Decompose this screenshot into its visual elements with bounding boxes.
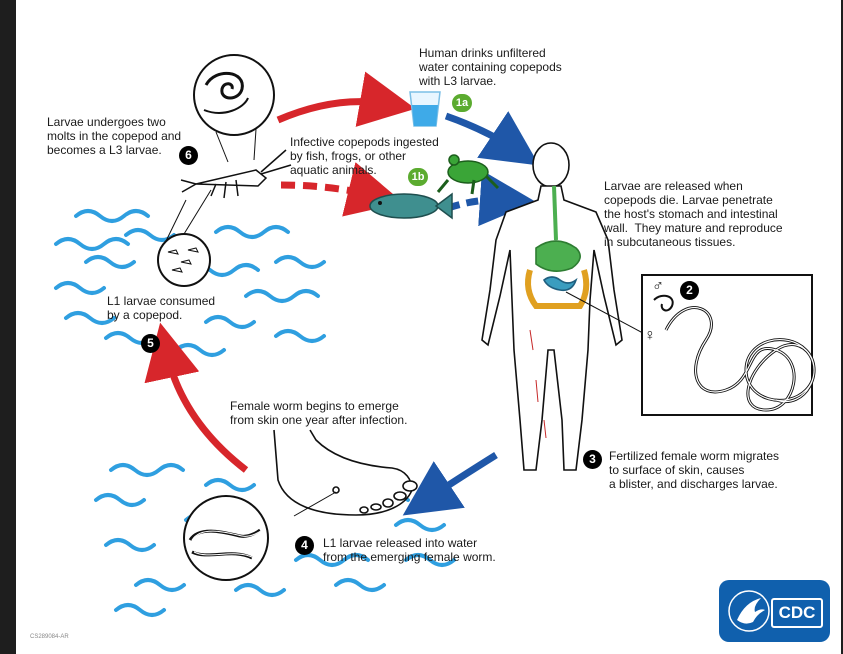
badge-1b: 1b bbox=[408, 168, 428, 186]
arrow-blue-human-to-foot bbox=[426, 455, 496, 500]
step-1a-label: Human drinks unfiltered water containing… bbox=[419, 46, 562, 88]
step-5-label: L1 larvae consumed by a copepod. bbox=[107, 294, 215, 322]
badge-1a: 1a bbox=[452, 94, 472, 112]
human-body-icon bbox=[482, 143, 622, 470]
badge-4: 4 bbox=[295, 536, 314, 555]
figure-code: CS289084-AR bbox=[30, 630, 69, 644]
fish-icon bbox=[370, 194, 452, 218]
male-symbol: ♂ bbox=[652, 279, 664, 295]
l1-larvae-magnifier bbox=[184, 496, 268, 580]
cdc-logo: CDC bbox=[719, 580, 830, 642]
arrow-blue-dashed-fish-to-human bbox=[448, 200, 508, 208]
emerge-label: Female worm begins to emerge from skin o… bbox=[230, 399, 407, 427]
badge-5: 5 bbox=[141, 334, 160, 353]
cdc-logo-text: CDC bbox=[771, 598, 823, 628]
arrow-red-to-glass bbox=[278, 102, 388, 120]
foot-icon bbox=[274, 430, 417, 516]
badge-6: 6 bbox=[179, 146, 198, 165]
step-3-label: Fertilized female worm migrates to surfa… bbox=[609, 449, 779, 491]
arrow-blue-glass-to-human bbox=[446, 116, 516, 150]
step-4-label: L1 larvae released into water from the e… bbox=[323, 536, 496, 564]
badge-3: 3 bbox=[583, 450, 602, 469]
diagram-frame: Human drinks unfiltered water containing… bbox=[16, 0, 841, 654]
badge-2: 2 bbox=[680, 281, 699, 300]
female-symbol: ♀ bbox=[644, 328, 656, 344]
copepod-larva-magnifier bbox=[194, 55, 274, 162]
step-6-label: Larvae undergoes two molts in the copepo… bbox=[47, 115, 181, 157]
arrow-red-dashed-to-fish bbox=[281, 185, 376, 196]
adult-worm-box bbox=[642, 275, 814, 415]
step-2-label: Larvae are released when copepods die. L… bbox=[604, 179, 783, 249]
hhs-eagle-icon bbox=[725, 580, 775, 642]
frog-icon bbox=[438, 155, 498, 194]
water-glass-icon bbox=[410, 92, 440, 126]
